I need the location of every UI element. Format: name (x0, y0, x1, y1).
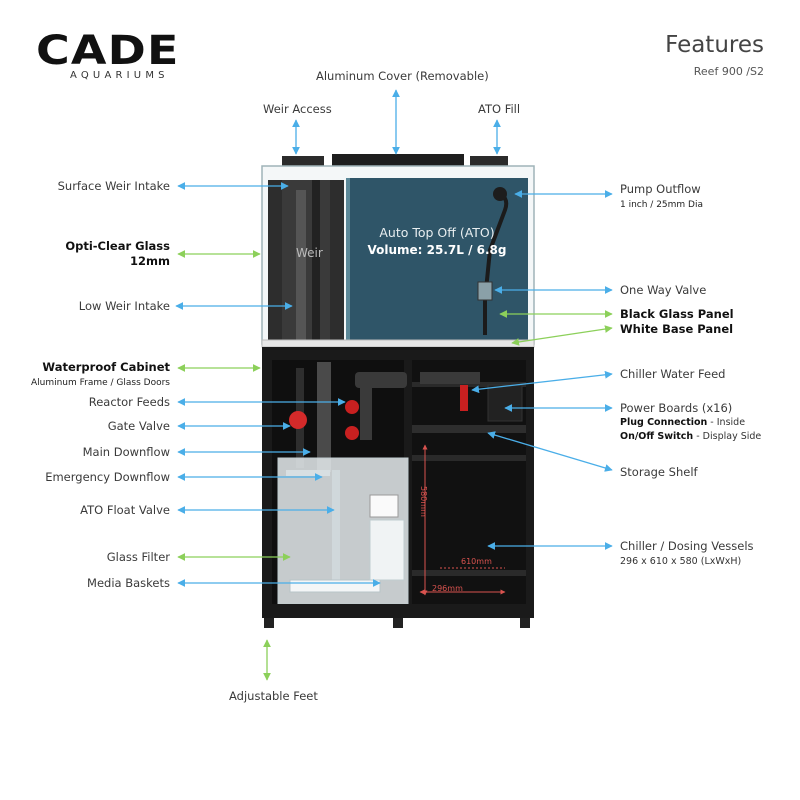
label-aluminum-cover: Aluminum Cover (Removable) (316, 69, 489, 83)
label-one-way-valve: One Way Valve (620, 283, 707, 297)
label-power-boards: Power Boards (x16) Plug Connection - Ins… (620, 401, 762, 443)
label-reactor-feeds: Reactor Feeds (88, 395, 170, 409)
dimension-depth: 610mm (461, 557, 492, 566)
label-media-baskets: Media Baskets (87, 576, 170, 590)
cabinet-base-rail (262, 604, 534, 618)
adjustable-foot-mid (393, 618, 403, 628)
label-low-weir-intake: Low Weir Intake (78, 299, 170, 313)
gate-valve (289, 411, 307, 429)
ato-chamber (346, 178, 528, 340)
label-gate-valve: Gate Valve (107, 419, 170, 433)
label-weir-access: Weir Access (263, 102, 332, 116)
chiller-valve (460, 385, 468, 411)
brand-subline: AQUARIUMS (70, 70, 169, 81)
label-storage-shelf: Storage Shelf (620, 465, 698, 479)
reactor-feed-valve-2 (345, 426, 359, 440)
media-baskets (289, 579, 381, 593)
label-black-glass-panel: Black Glass Panel (620, 307, 734, 321)
white-base-panel (261, 339, 535, 348)
ato-volume: Volume: 25.7L / 6.8g (367, 243, 507, 257)
page-subtitle: Reef 900 /S2 (693, 65, 764, 78)
label-emergency-downflow: Emergency Downflow (45, 470, 170, 484)
label-white-base-panel: White Base Panel (620, 322, 734, 336)
dimension-width: 296mm (432, 584, 463, 593)
ato-float-valve (369, 494, 399, 518)
dimension-height: 580mm (419, 486, 428, 517)
label-ato-float-valve: ATO Float Valve (80, 503, 170, 517)
label-surface-weir-intake: Surface Weir Intake (57, 179, 170, 193)
label-glass-filter: Glass Filter (106, 550, 170, 564)
adjustable-foot-right (520, 618, 530, 628)
pump-outflow-fitting (493, 187, 507, 201)
label-chiller-water-feed: Chiller Water Feed (620, 367, 726, 381)
weir-access-cover (282, 156, 324, 168)
label-ato-fill: ATO Fill (478, 102, 521, 116)
main-downflow-pipe (317, 362, 331, 472)
page-title: Features (665, 32, 764, 58)
ato-fill-cover (470, 156, 508, 168)
storage-shelf (412, 425, 526, 433)
label-adjustable-feet: Adjustable Feet (229, 689, 318, 703)
adjustable-foot-left (264, 618, 274, 628)
brand-logo: CADE (36, 28, 180, 74)
weir-label: Weir (296, 246, 323, 260)
ato-title: Auto Top Off (ATO) (379, 225, 495, 240)
one-way-valve (477, 281, 493, 301)
power-boards (487, 384, 523, 422)
reactor-feed-valve-1 (345, 400, 359, 414)
label-main-downflow: Main Downflow (82, 445, 170, 459)
